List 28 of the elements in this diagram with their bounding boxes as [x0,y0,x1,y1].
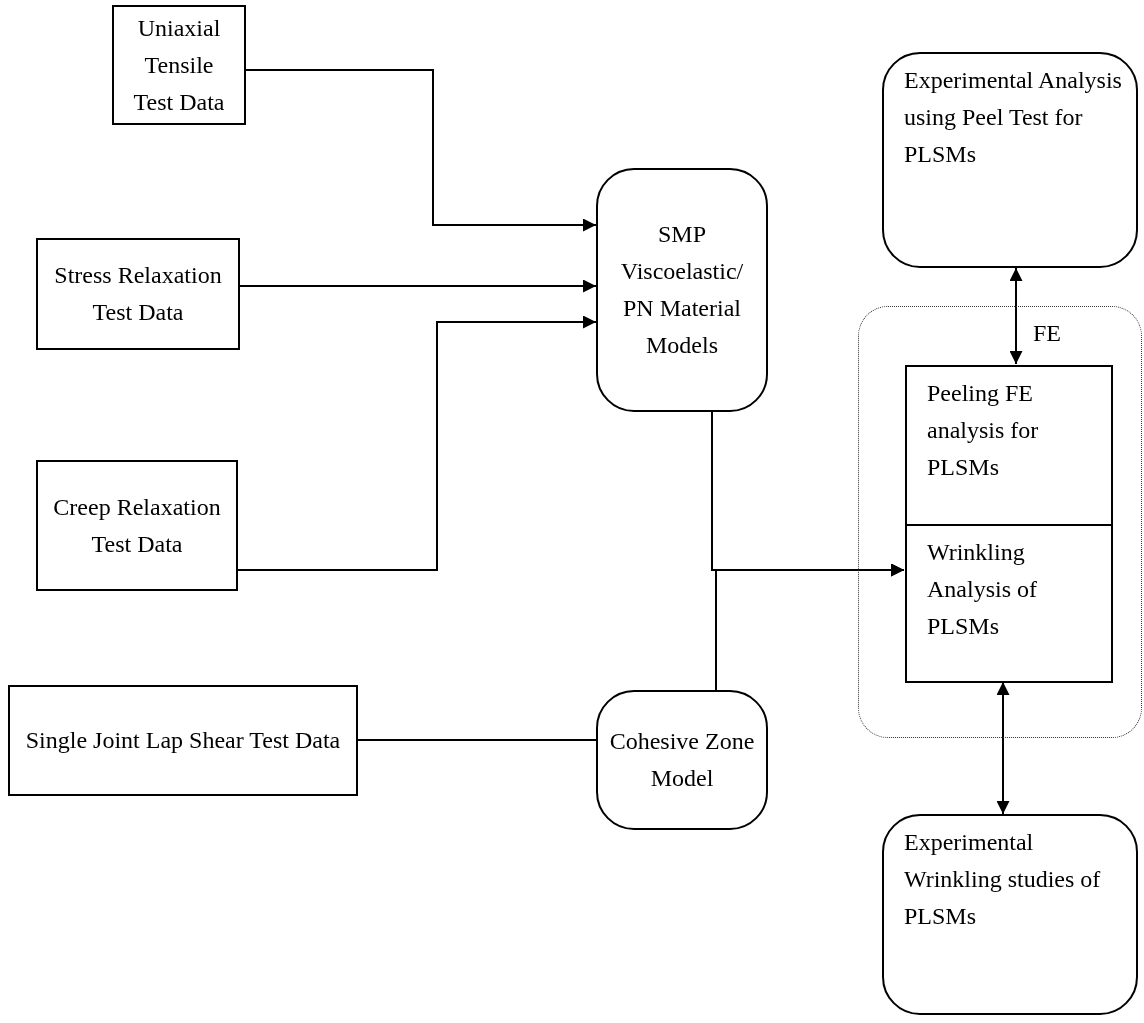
process-box [36,238,240,350]
arrow [1009,267,1023,365]
node-label: Stress Relaxation Test Data [53,261,223,327]
rounded-box [596,168,768,412]
arrow [715,563,905,691]
process-box [905,524,1113,683]
process-box [36,460,238,591]
rounded-box [596,690,768,830]
node-label: Wrinkling Analysis of PLSMs [927,538,1038,641]
process-box [8,685,358,796]
node-label: Cohesive Zone Model [608,727,756,793]
process-box [112,5,246,125]
node-label: Uniaxial Tensile Test Data [132,13,226,117]
arrow [245,69,597,232]
arrow [237,315,597,571]
arrow [996,681,1010,815]
group-label: FE [1033,319,1061,348]
node-label: Experimental Wrinkling studies of PLSMs [904,828,1102,931]
arrow [239,279,597,293]
node-label: SMP Viscoelastic/ PN Material Models [619,220,745,360]
process-box [905,365,1113,526]
node-label: Single Joint Lap Shear Test Data [25,726,341,755]
node-label: Creep Relaxation Test Data [52,492,222,559]
rounded-box [882,52,1138,268]
connector-line [357,739,597,741]
node-label: Peeling FE analysis for PLSMs [927,379,1040,482]
rounded-box [882,814,1138,1015]
node-label: Experimental Analysis using Peel Test for PLSMs [904,66,1123,169]
